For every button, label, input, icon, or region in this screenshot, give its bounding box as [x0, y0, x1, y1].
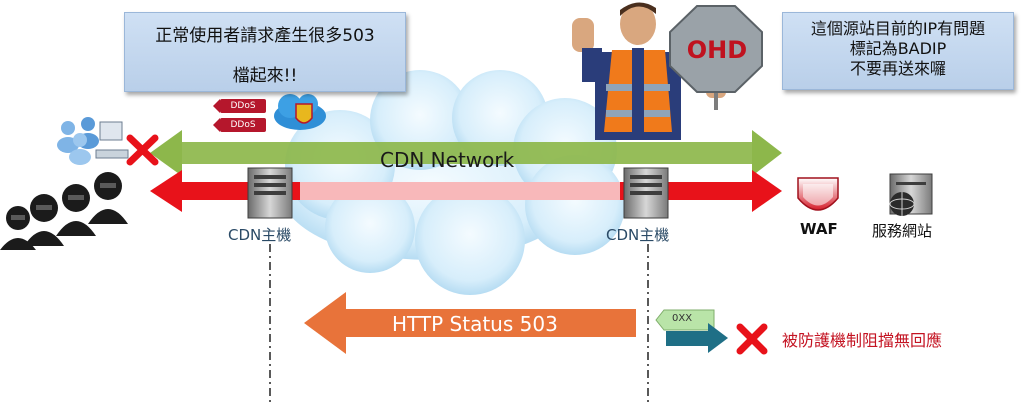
http-503-arrow	[304, 292, 636, 354]
legit-traffic-arrow	[150, 130, 782, 176]
cdn-network-title: CDN Network	[380, 148, 515, 172]
waf-label: WAF	[800, 220, 838, 238]
cdn-left-label: CDN主機	[228, 226, 292, 244]
response-tag-label: 0XX	[672, 313, 693, 324]
stop-sign-icon	[669, 5, 763, 110]
cdn-server-right-icon	[623, 167, 669, 219]
badip-callout: 這個源站目前的IP有問題 標記為BADIP 不要再送來囉	[782, 12, 1014, 90]
http-status-label: HTTP Status 503	[392, 312, 558, 336]
response-tag	[655, 309, 715, 331]
waf-shield-icon	[797, 177, 839, 211]
blocked-request-arrow	[666, 323, 728, 353]
callout-left-line2: 檔起來!!	[232, 66, 298, 86]
callout-right-line3: 不要再送來囉	[849, 59, 946, 78]
traffic-officer-icon	[572, 2, 726, 140]
blocked-label: 被防護機制阻擋無回應	[782, 331, 943, 350]
service-server-icon	[889, 173, 933, 216]
service-site-label: 服務網站	[872, 222, 933, 240]
attack-traffic-arrow	[150, 170, 782, 212]
ddos-badge-2: DDoS	[213, 118, 266, 132]
callout-right-line1: 這個源站目前的IP有問題	[810, 19, 986, 38]
callout-left-line1: 正常使用者請求產生很多503	[155, 26, 375, 46]
normal-users-callout: 正常使用者請求產生很多503 檔起來!!	[124, 12, 406, 92]
attackers-icon	[0, 172, 128, 250]
normal-users-icon	[57, 117, 129, 165]
cdn-right-label: CDN主機	[606, 226, 670, 244]
blocked-x-icon	[126, 134, 159, 166]
callout-right-line2: 標記為BADIP	[849, 39, 947, 58]
cloud-shield-icon	[274, 94, 326, 130]
ddos-badge-1: DDoS	[213, 99, 266, 113]
stop-sign-text: OHD	[686, 36, 748, 64]
no-response-x-icon	[736, 323, 768, 355]
cdn-server-left-icon	[247, 167, 293, 219]
